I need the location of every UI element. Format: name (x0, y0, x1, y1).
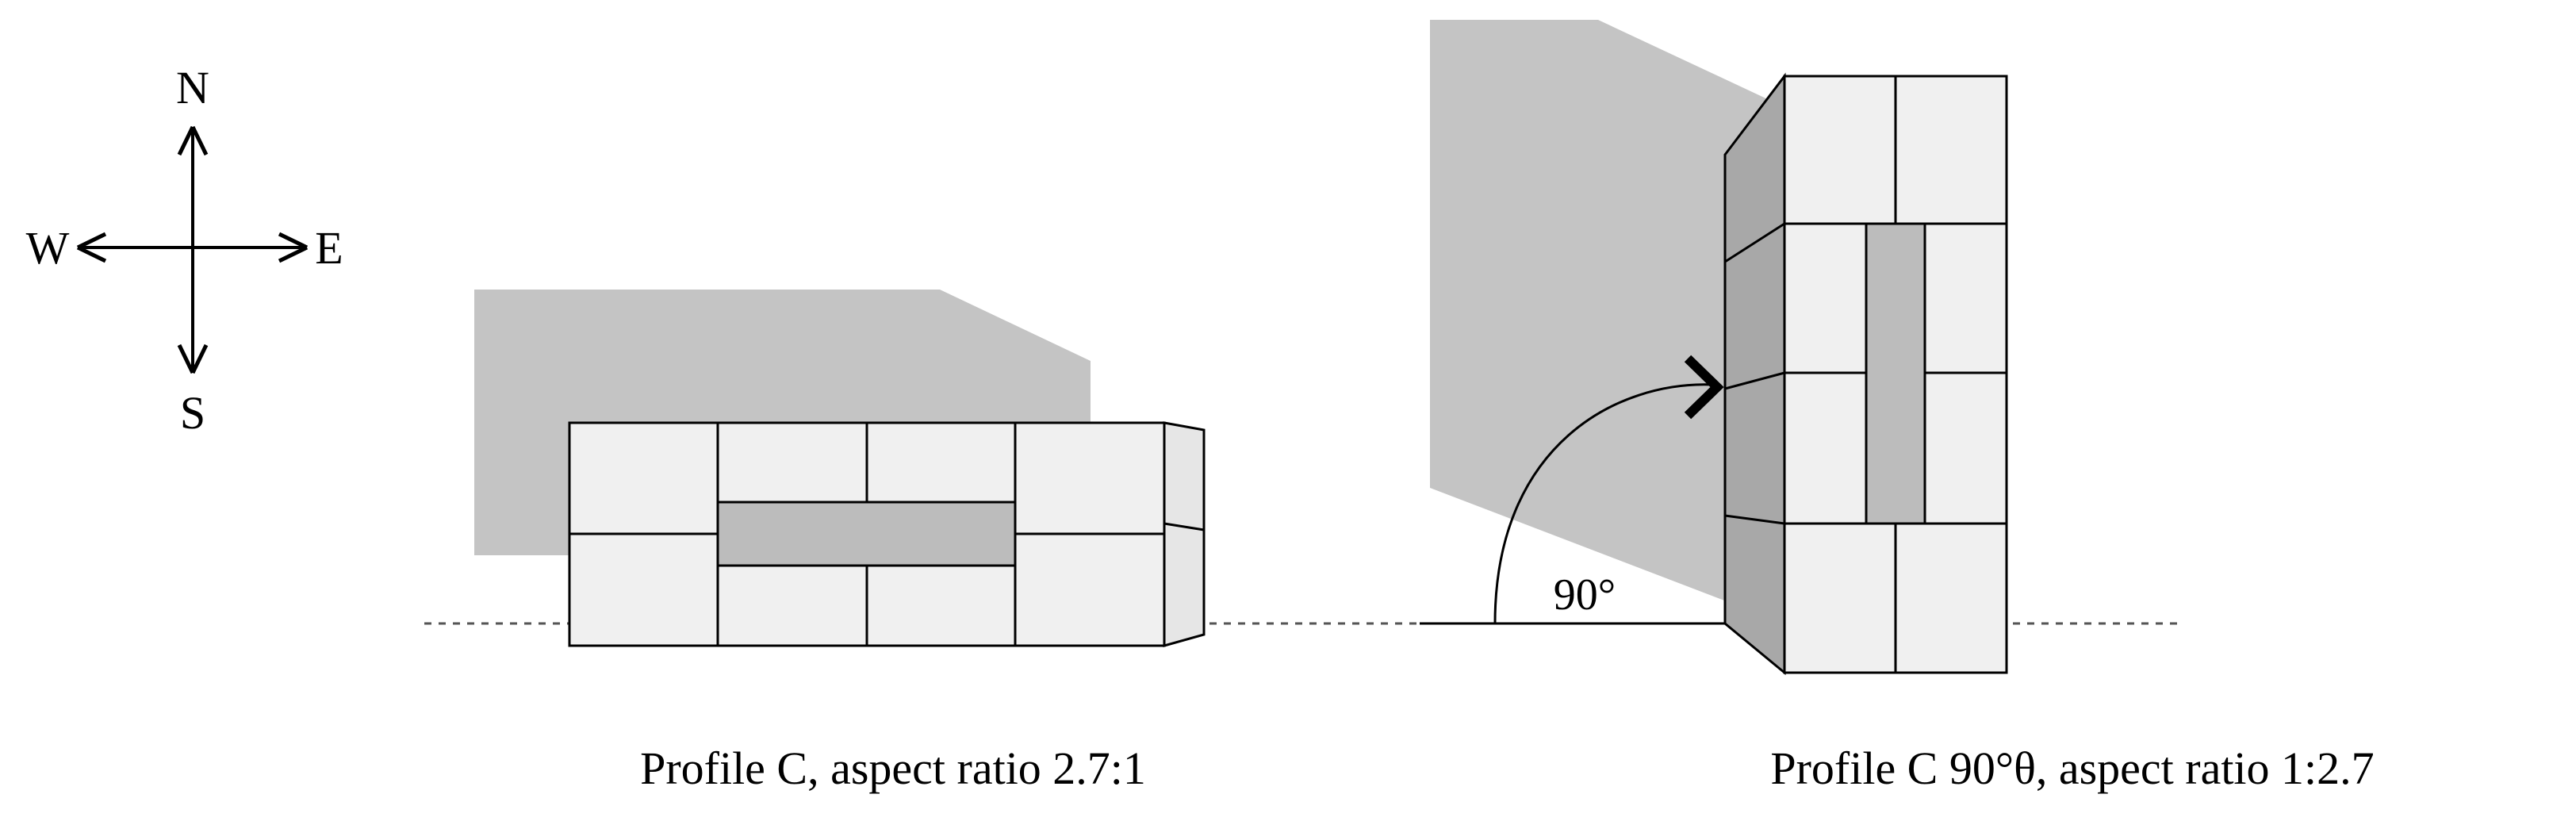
compass-east-label: E (315, 222, 343, 274)
compass-rose: N S W E (26, 62, 343, 439)
east-arrow-icon (278, 232, 309, 263)
compass-north-label: N (176, 62, 209, 113)
profile-c-90-caption: Profile C 90°θ, aspect ratio 1:2.7 (1770, 742, 2374, 794)
profile-c-90-shadow (1430, 20, 1784, 623)
south-arrow-icon (177, 343, 209, 374)
profile-c-inset-panel (716, 501, 1017, 567)
rotation-angle-label: 90° (1554, 570, 1616, 620)
rotation-arc (1493, 383, 1714, 624)
west-arrow-icon (76, 232, 107, 263)
profile-c-horizontal: Profile C, aspect ratio 2.7:1 (474, 290, 1206, 794)
compass-south-label: S (180, 387, 205, 439)
compass-west-label: W (26, 222, 70, 274)
profile-c-caption: Profile C, aspect ratio 2.7:1 (640, 742, 1146, 794)
north-arrow-icon (177, 125, 209, 156)
rotation-arrow-icon (1684, 355, 1724, 420)
profile-c-side-face (1163, 421, 1206, 647)
profile-c-vertical: 90° Profile C 90°θ, aspect ratio 1:2.7 (1430, 20, 2375, 794)
profile-c-90-inset-panel (1865, 222, 1926, 525)
